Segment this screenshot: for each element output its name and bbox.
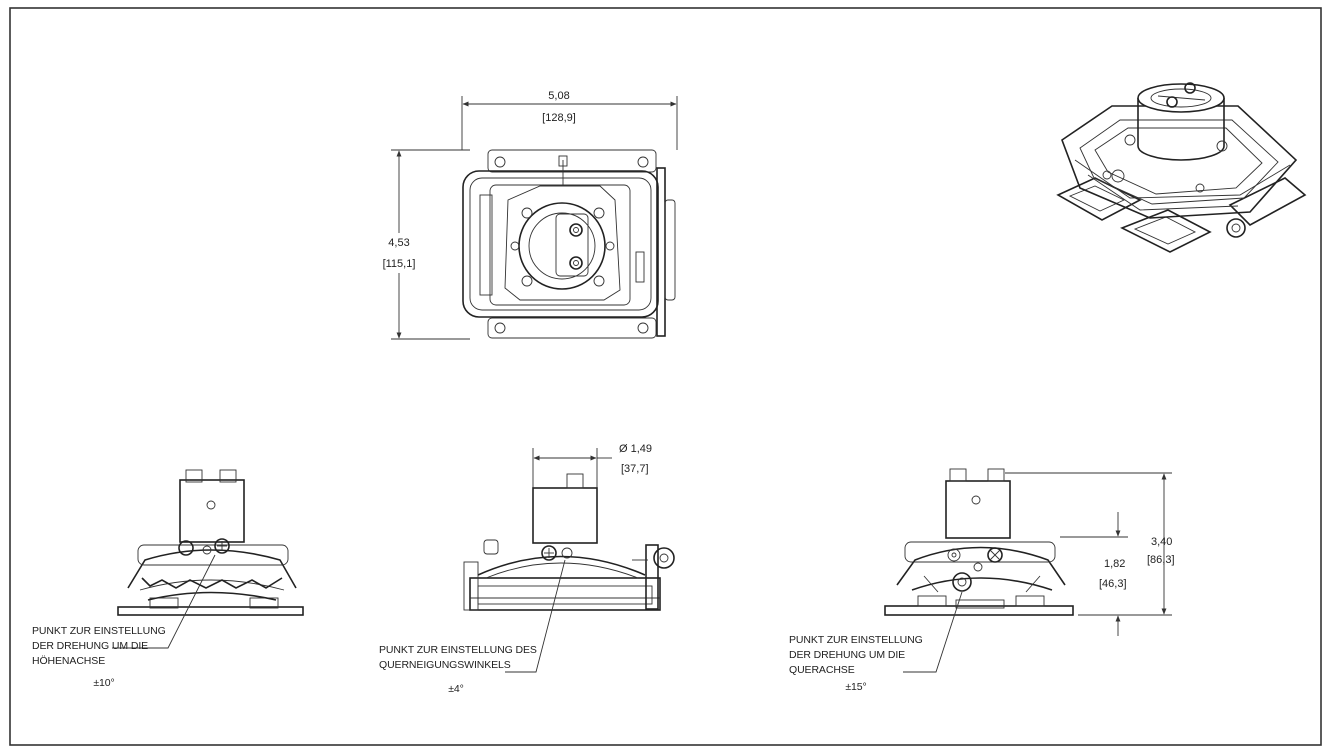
top-width-inch: 5,08 [548,90,569,102]
top-view-mount-outline [462,149,676,339]
back-note-line-2: DER DREHUNG UM DIE [789,649,905,661]
side-note-line-1: PUNKT ZUR EINSTELLUNG DES [379,644,537,656]
top-width-mm: [128,9] [542,112,576,124]
side-note-line-2: QUERNEIGUNGSWINKELS [379,659,511,671]
top-view: 5,08 [128,9] 4,53 [115,1] [366,90,678,340]
back-note-line-3: QUERACHSE [789,664,855,676]
top-depth-mm: [115,1] [383,258,416,270]
top-depth-inch: 4,53 [388,237,409,249]
back-note-line-1: PUNKT ZUR EINSTELLUNG [789,634,923,646]
back-total-height-inch: 3,40 [1151,536,1172,548]
back-view: 3,40 [86,3] 1,82 [46,3] PUNKT ZUR EINSTE… [789,468,1175,693]
front-angle: ±10° [93,677,114,689]
side-diameter-mm: [37,7] [621,463,649,475]
back-total-height-mm: [86,3] [1147,554,1175,566]
side-diameter-inch: Ø 1,49 [619,443,652,455]
drawing-border [9,7,1322,746]
isometric-view [1056,82,1307,253]
side-angle: ±4° [448,683,464,695]
side-view: Ø 1,49 [37,7] PUNKT ZUR EINSTELLUNG DES … [379,443,675,695]
back-base-height-mm: [46,3] [1099,578,1127,590]
front-view: PUNKT ZUR EINSTELLUNG DER DREHUNG UM DIE… [32,469,304,689]
back-base-height-inch: 1,82 [1104,558,1125,570]
front-note-line-3: HÖHENACHSE [32,655,105,667]
front-note-line-2: DER DREHUNG UM DIE [32,640,148,652]
front-note-line-1: PUNKT ZUR EINSTELLUNG [32,625,166,637]
back-angle: ±15° [845,681,866,693]
